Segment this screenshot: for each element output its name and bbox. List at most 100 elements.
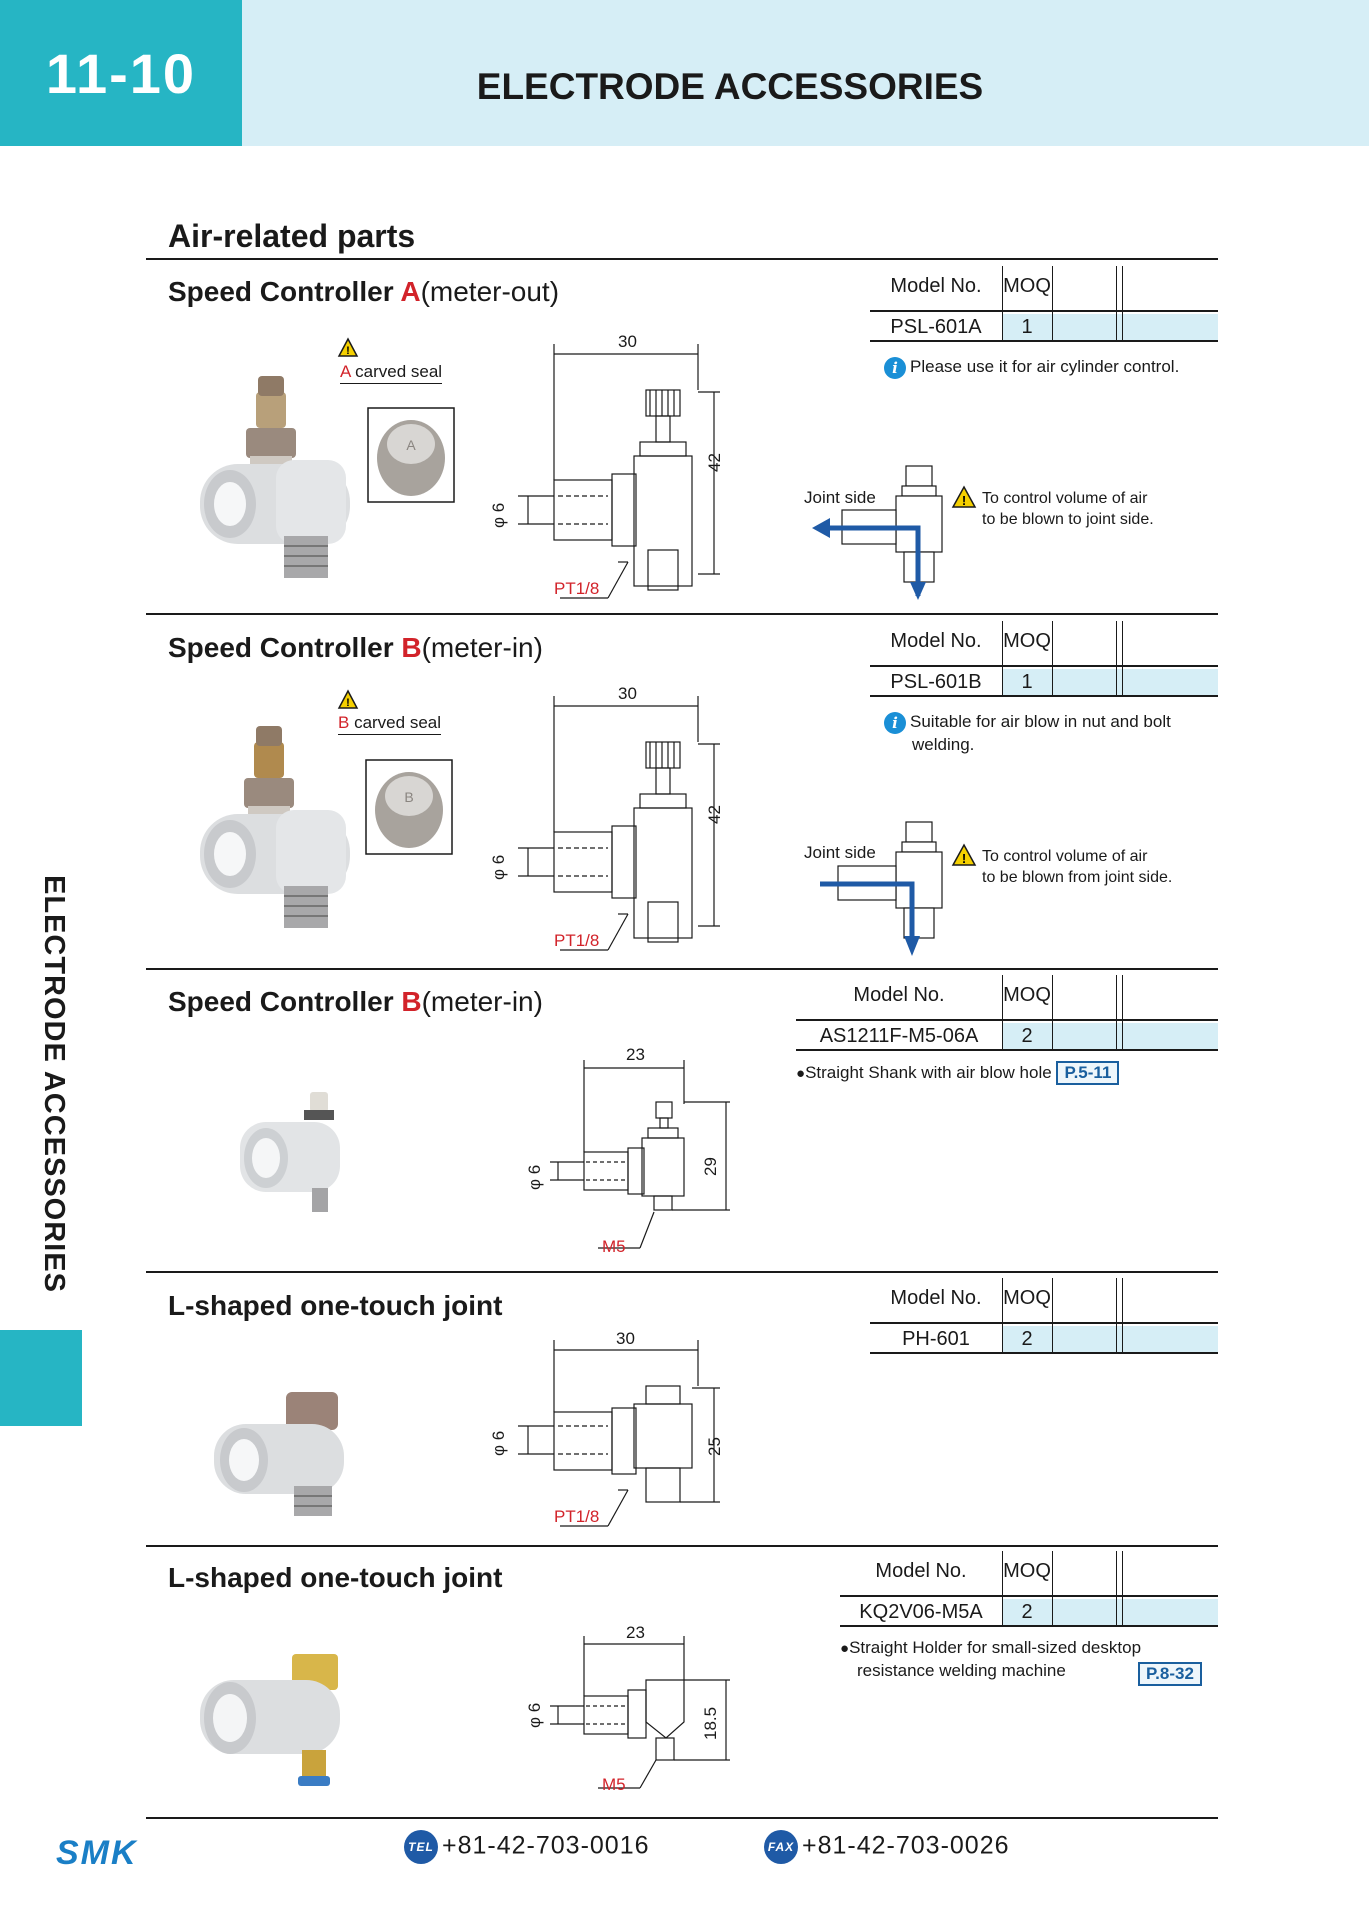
dim-thread: PT1/8 [554, 579, 600, 598]
moq-value: 2 [1021, 1024, 1033, 1047]
side-tab-label: ELECTRODE ACCESSORIES [38, 875, 70, 1293]
tel-icon: TEL [404, 1830, 438, 1864]
product-title: Speed Controller A(meter-out) [168, 276, 560, 307]
product-note: ●Straight Shank with air blow hole P.5-1… [796, 1061, 1120, 1085]
dimension-drawing [550, 1060, 730, 1249]
product-title: L-shaped one-touch joint [168, 1562, 503, 1593]
moq-value: 2 [1021, 1327, 1033, 1350]
seal-label: A carved seal [340, 362, 443, 384]
dim-width: 30 [618, 332, 637, 351]
moq-header: MOQ [1003, 983, 1051, 1006]
company-logo: SMK [56, 1834, 138, 1872]
dim-thread: M5 [602, 1775, 626, 1794]
joint-side-label: Joint side [804, 843, 876, 862]
moq-value: 1 [1021, 315, 1033, 338]
side-tab-marker [0, 1330, 82, 1426]
page-reference-link[interactable]: P.8-32 [1138, 1662, 1202, 1686]
moq-header: MOQ [1003, 274, 1051, 297]
model-header: Model No. [890, 1286, 982, 1309]
model-number: PSL-601A [890, 315, 982, 338]
model-table: Model No. MOQ PSL-601B 1 [870, 621, 1218, 697]
moq-header: MOQ [1003, 629, 1051, 652]
product-photo [214, 1392, 344, 1516]
svg-text:!: ! [962, 851, 966, 866]
page-title: ELECTRODE ACCESSORIES [476, 66, 984, 107]
section-title: Air-related parts [168, 218, 416, 254]
dim-height: 18.5 [701, 1706, 720, 1740]
dim-height: 42 [705, 805, 724, 824]
seal-closeup-photo: B [365, 759, 453, 855]
product-photo [240, 1092, 340, 1212]
page-number: 11-10 [0, 0, 242, 146]
dimension-drawing [518, 696, 720, 951]
model-number: AS1211F-M5-06A [819, 1024, 979, 1047]
divider [146, 968, 1218, 970]
dim-width: 23 [626, 1623, 645, 1642]
dim-height: 42 [705, 453, 724, 472]
dimension-drawing [518, 344, 720, 599]
moq-header: MOQ [1003, 1559, 1051, 1582]
product-photo [200, 1654, 340, 1786]
dim-diameter: φ 6 [525, 1702, 544, 1728]
dim-thread: PT1/8 [554, 1507, 600, 1526]
page-header: 11-10 ELECTRODE ACCESSORIES [0, 0, 1369, 146]
info-icon: i [884, 711, 906, 734]
divider [146, 613, 1218, 615]
page-reference-link[interactable]: P.5-11 [1056, 1061, 1120, 1085]
dim-diameter: φ 6 [489, 1430, 508, 1456]
joint-side-label: Joint side [804, 488, 876, 507]
dim-thread: PT1/8 [554, 931, 600, 950]
svg-text:!: ! [962, 493, 966, 508]
dim-height: 29 [701, 1157, 720, 1176]
dim-diameter: φ 6 [525, 1164, 544, 1190]
divider [146, 1271, 1218, 1273]
model-number: KQ2V06-M5A [859, 1600, 983, 1623]
dim-diameter: φ 6 [489, 854, 508, 880]
moq-value: 2 [1021, 1600, 1033, 1623]
info-icon: i [884, 356, 906, 379]
dim-thread: M5 [602, 1237, 626, 1256]
dimension-drawing [518, 1340, 720, 1527]
model-header: Model No. [890, 274, 982, 297]
product-photo [200, 376, 350, 578]
warning-icon: ! [951, 843, 977, 866]
model-header: Model No. [875, 1559, 967, 1582]
svg-text:B: B [404, 789, 413, 805]
phone-number: TEL+81-42-703-0016 [404, 1830, 650, 1864]
model-table: Model No. MOQ PH-601 2 [870, 1278, 1218, 1354]
svg-text:A: A [406, 437, 416, 453]
model-number: PSL-601B [890, 670, 982, 693]
moq-header: MOQ [1003, 1286, 1051, 1309]
warning-icon: ! [951, 485, 977, 508]
product-note: ●Straight Holder for small-sized desktop… [840, 1638, 1142, 1680]
model-header: Model No. [853, 983, 945, 1006]
svg-text:!: ! [346, 697, 350, 709]
dim-diameter: φ 6 [489, 502, 508, 528]
divider [146, 1545, 1218, 1547]
moq-value: 1 [1021, 670, 1033, 693]
seal-closeup-photo: A [367, 407, 455, 503]
dim-width: 23 [626, 1045, 645, 1064]
fax-icon: FAX [764, 1830, 798, 1864]
airflow-diagram [820, 821, 943, 956]
product-title: Speed Controller B(meter-in) [168, 632, 543, 663]
model-number: PH-601 [902, 1327, 970, 1350]
model-header: Model No. [890, 629, 982, 652]
dim-height: 25 [705, 1437, 724, 1456]
model-table: Model No. MOQ PSL-601A 1 [870, 266, 1218, 342]
dimension-drawing [550, 1636, 730, 1789]
airflow-diagram [812, 465, 943, 600]
seal-label: B carved seal [338, 713, 442, 735]
svg-text:!: ! [346, 345, 350, 357]
divider [146, 258, 1218, 260]
product-photo [200, 726, 350, 928]
dim-width: 30 [616, 1329, 635, 1348]
warning-icon: ! [337, 337, 359, 357]
model-table: Model No. MOQ KQ2V06-M5A 2 [840, 1551, 1218, 1627]
product-title: L-shaped one-touch joint [168, 1290, 503, 1321]
fax-number: FAX+81-42-703-0026 [764, 1830, 1010, 1864]
